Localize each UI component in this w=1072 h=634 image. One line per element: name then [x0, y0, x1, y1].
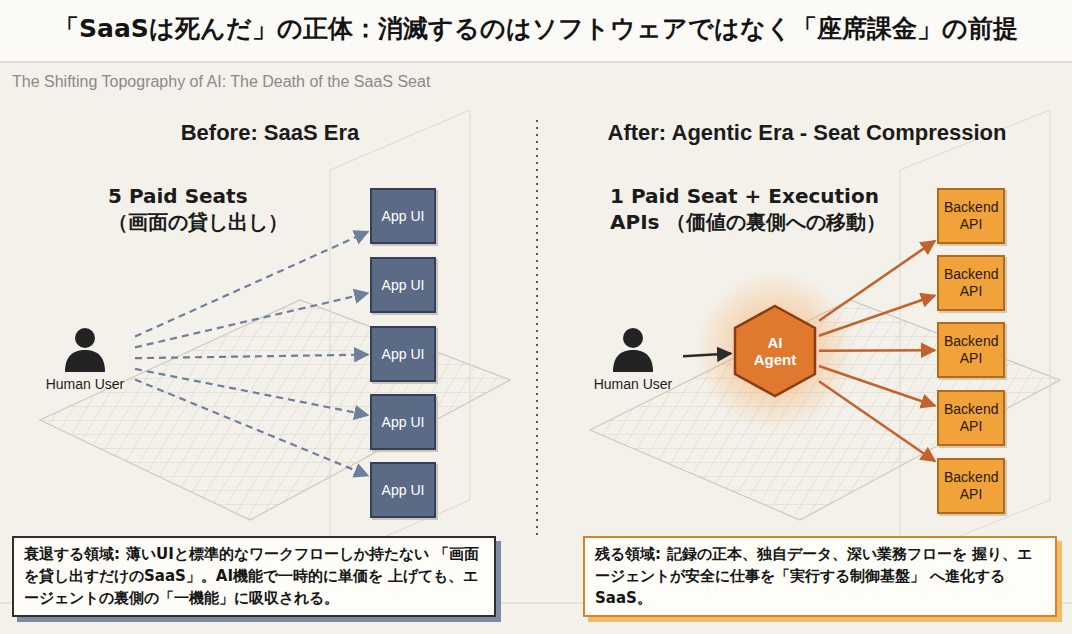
app-ui-box: App UI — [370, 188, 436, 244]
node-text: App UI — [382, 277, 425, 293]
decline-note-box: 衰退する領域:薄いUIと標準的なワークフローしか持たない 「画面を貸し出すだけの… — [12, 536, 496, 617]
section-heading: Before: SaaS Era — [20, 120, 520, 146]
left-grid-platform — [40, 300, 510, 520]
subtitle: The Shifting Topography of AI: The Death… — [12, 73, 430, 91]
connector-arrow — [135, 232, 368, 337]
node-text: Backend API — [944, 199, 998, 233]
node-text: App UI — [382, 482, 425, 498]
user-node: Human User — [585, 326, 681, 392]
connector-arrow — [819, 381, 935, 461]
node-text: Backend API — [944, 401, 998, 435]
node-text: Backend API — [944, 469, 998, 503]
backend-api-box: Backend API — [937, 255, 1005, 311]
node-text: Human User — [37, 376, 133, 392]
backend-api-box: Backend API — [937, 390, 1005, 446]
backend-api-box: Backend API — [937, 458, 1005, 514]
title-rule — [0, 61, 1072, 63]
section-heading: After: Agentic Era - Seat Compression — [552, 120, 1062, 146]
connector-arrow — [683, 354, 731, 357]
connector-arrow — [135, 369, 368, 415]
connector-arrow — [819, 366, 935, 406]
connector-arrow — [135, 355, 368, 359]
right-building-outline — [900, 110, 1050, 560]
node-text: Backend API — [944, 266, 998, 300]
connector-arrow — [135, 380, 368, 476]
node-text: App UI — [382, 414, 425, 430]
connector-arrow — [135, 293, 368, 347]
node-text: Backend API — [944, 333, 998, 367]
node-text: App UI — [382, 208, 425, 224]
backend-api-box: Backend API — [937, 322, 1005, 378]
person-icon — [63, 326, 107, 372]
seat-label: 1 Paid Seat + Execution APIs （価値の裏側への移動） — [610, 183, 930, 235]
connector-arrow — [819, 349, 935, 352]
title-band — [0, 0, 1072, 62]
agent-hexagon: AI Agent — [733, 304, 817, 398]
node-text: Human User — [585, 376, 681, 392]
node-text: App UI — [382, 346, 425, 362]
survive-note-box: 残る領域:記録の正本、独自データ、深い業務フローを 握り、エージェントが安全に仕… — [583, 536, 1057, 617]
note-heading: 衰退する領域: — [24, 545, 120, 563]
user-node: Human User — [37, 326, 133, 392]
node-text: AI Agent — [749, 334, 801, 369]
app-ui-box: App UI — [370, 257, 436, 313]
divider-dotted — [536, 120, 538, 535]
connector-arrow — [819, 296, 935, 336]
seat-label: 5 Paid Seats （画面の貸し出し） — [108, 183, 308, 235]
app-ui-box: App UI — [370, 462, 436, 518]
connector-arrow — [819, 241, 935, 321]
app-ui-box: App UI — [370, 394, 436, 450]
backend-api-box: Backend API — [937, 188, 1005, 244]
note-heading: 残る領域: — [595, 545, 661, 563]
person-icon — [611, 326, 655, 372]
left-building-outline — [330, 110, 470, 560]
app-ui-box: App UI — [370, 326, 436, 382]
title: 「SaaSは死んだ」の正体：消滅するのはソフトウェアではなく「座席課金」の前提 — [10, 12, 1062, 45]
